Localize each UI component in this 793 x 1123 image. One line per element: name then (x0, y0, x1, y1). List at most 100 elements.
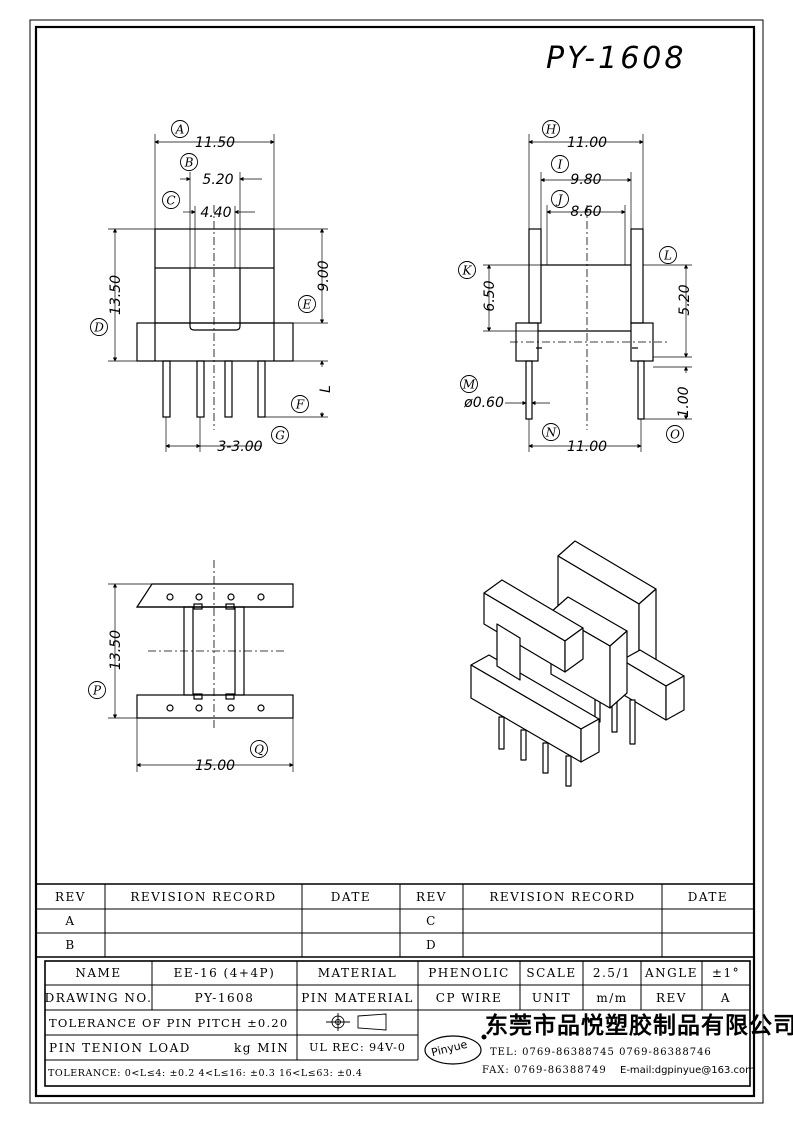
dimension-o: 1.00 (676, 386, 692, 417)
dimension-m: ø0.60 (463, 395, 504, 411)
callout-b: B (184, 156, 194, 170)
name-label: NAME (75, 966, 122, 980)
callout-i-circle (551, 155, 569, 173)
pin-material-label: PIN MATERIAL (301, 990, 414, 1005)
title-block-lines (36, 883, 754, 1087)
isometric-view (470, 540, 685, 787)
dimension-p: 13.50 (108, 630, 124, 670)
callout-m-circle (460, 375, 478, 393)
angle-label: ANGLE (645, 966, 698, 980)
callout-l-circle (659, 246, 677, 264)
company-tel: TEL: 0769-86388745 0769-86388746 (490, 1047, 712, 1058)
dimension-k: 6.50 (482, 280, 498, 311)
drawing-no-label: DRAWING NO. (44, 990, 153, 1005)
material-label: MATERIAL (317, 966, 398, 980)
rev-a: A (65, 914, 76, 928)
inner-border (34, 25, 756, 1098)
top-centerlines (148, 560, 286, 730)
dimension-q: 15.00 (195, 758, 235, 774)
callout-c-circle (162, 191, 180, 209)
rev-b: B (65, 938, 76, 952)
callout-n: N (545, 426, 557, 440)
scale-label: SCALE (526, 966, 577, 980)
pin-pitch-tolerance: TOLERANCE OF PIN PITCH ±0.20 (49, 1015, 289, 1030)
company-email: E-mail:dgpinyue@163.com (620, 1065, 755, 1076)
dimension-a: 11.50 (195, 135, 235, 151)
name-value: EE-16 (4+4P) (173, 966, 276, 980)
callout-q-circle (250, 740, 268, 758)
side-centerlines (510, 205, 670, 430)
dimension-h: 11.00 (567, 135, 607, 151)
dimension-c: 4.40 (200, 205, 231, 221)
callout-j: J (555, 193, 564, 207)
pinyue-logo (424, 1034, 487, 1065)
part-number: PY-1608 (546, 41, 687, 76)
dimension-g: 3-3.00 (217, 439, 262, 455)
callout-f-circle (291, 395, 309, 413)
callout-h-circle (542, 120, 560, 138)
callout-o: O (670, 428, 680, 442)
callout-p: P (92, 684, 102, 698)
callout-q: Q (254, 743, 264, 757)
callout-e: E (302, 298, 312, 312)
callout-o-circle (666, 425, 684, 443)
date-header-1: DATE (330, 889, 372, 904)
callout-d: D (93, 321, 104, 335)
callout-g: G (275, 429, 285, 443)
callout-d-circle (90, 318, 108, 336)
drawing-no-value: PY-1608 (194, 990, 255, 1005)
callout-i: I (557, 158, 563, 172)
top-dim-lines (108, 583, 294, 772)
general-tolerance: TOLERANCE: 0<L≤4: ±0.2 4<L≤16: ±0.3 16<L… (48, 1067, 363, 1079)
callout-a: A (175, 123, 185, 137)
callout-m: M (462, 378, 476, 392)
dimension-i: 9.80 (570, 172, 601, 188)
ul-rating: UL REC: 94V-0 (309, 1041, 406, 1054)
rev-value: A (720, 990, 732, 1005)
rev-header-2: REV (416, 889, 447, 904)
angle-value: ±1° (711, 966, 741, 980)
company-name: 东莞市品悦塑胶制品有限公司 (485, 1012, 793, 1039)
callout-k: K (462, 264, 473, 278)
unit-label: UNIT (531, 990, 572, 1005)
side-view (515, 228, 654, 420)
projection-symbol-icon (326, 1013, 387, 1031)
callout-f: F (295, 398, 305, 412)
pin-tension-value: kg MIN (234, 1040, 290, 1055)
callout-c: C (166, 194, 175, 208)
callout-b-circle (180, 153, 198, 171)
callout-e-circle (298, 295, 316, 313)
front-view (136, 228, 294, 418)
dimension-b: 5.20 (202, 172, 233, 188)
pin-tension-label: PIN TENION LOAD (49, 1040, 191, 1055)
callout-g-circle (271, 426, 289, 444)
rev-header-1: REV (55, 889, 86, 904)
callout-j-circle (551, 190, 569, 208)
revision-record-header-2: REVISION RECORD (489, 889, 636, 904)
scale-value: 2.5/1 (592, 966, 632, 980)
callout-h: H (545, 123, 557, 137)
outer-border (29, 19, 764, 1104)
callout-p-circle (88, 681, 106, 699)
dimension-d: 13.50 (108, 275, 124, 315)
callout-k-circle (458, 261, 476, 279)
unit-value: m/m (596, 990, 628, 1005)
pin-material-value: CP WIRE (435, 990, 503, 1005)
dimension-n: 11.00 (567, 439, 607, 455)
dimension-j: 8.60 (570, 204, 601, 220)
side-dim-lines (483, 134, 692, 452)
rev-d: D (425, 938, 438, 952)
callout-a-circle (171, 120, 189, 138)
callout-l: L (663, 249, 672, 263)
dimension-f: L (318, 385, 334, 393)
dimension-l: 5.20 (677, 284, 693, 315)
callout-n-circle (542, 423, 560, 441)
revision-record-header-1: REVISION RECORD (130, 889, 277, 904)
material-value: PHENOLIC (428, 966, 510, 980)
rev-c: C (426, 914, 437, 928)
date-header-2: DATE (687, 889, 729, 904)
rev-label: REV (656, 990, 687, 1005)
dimension-e: 9.00 (316, 260, 332, 291)
